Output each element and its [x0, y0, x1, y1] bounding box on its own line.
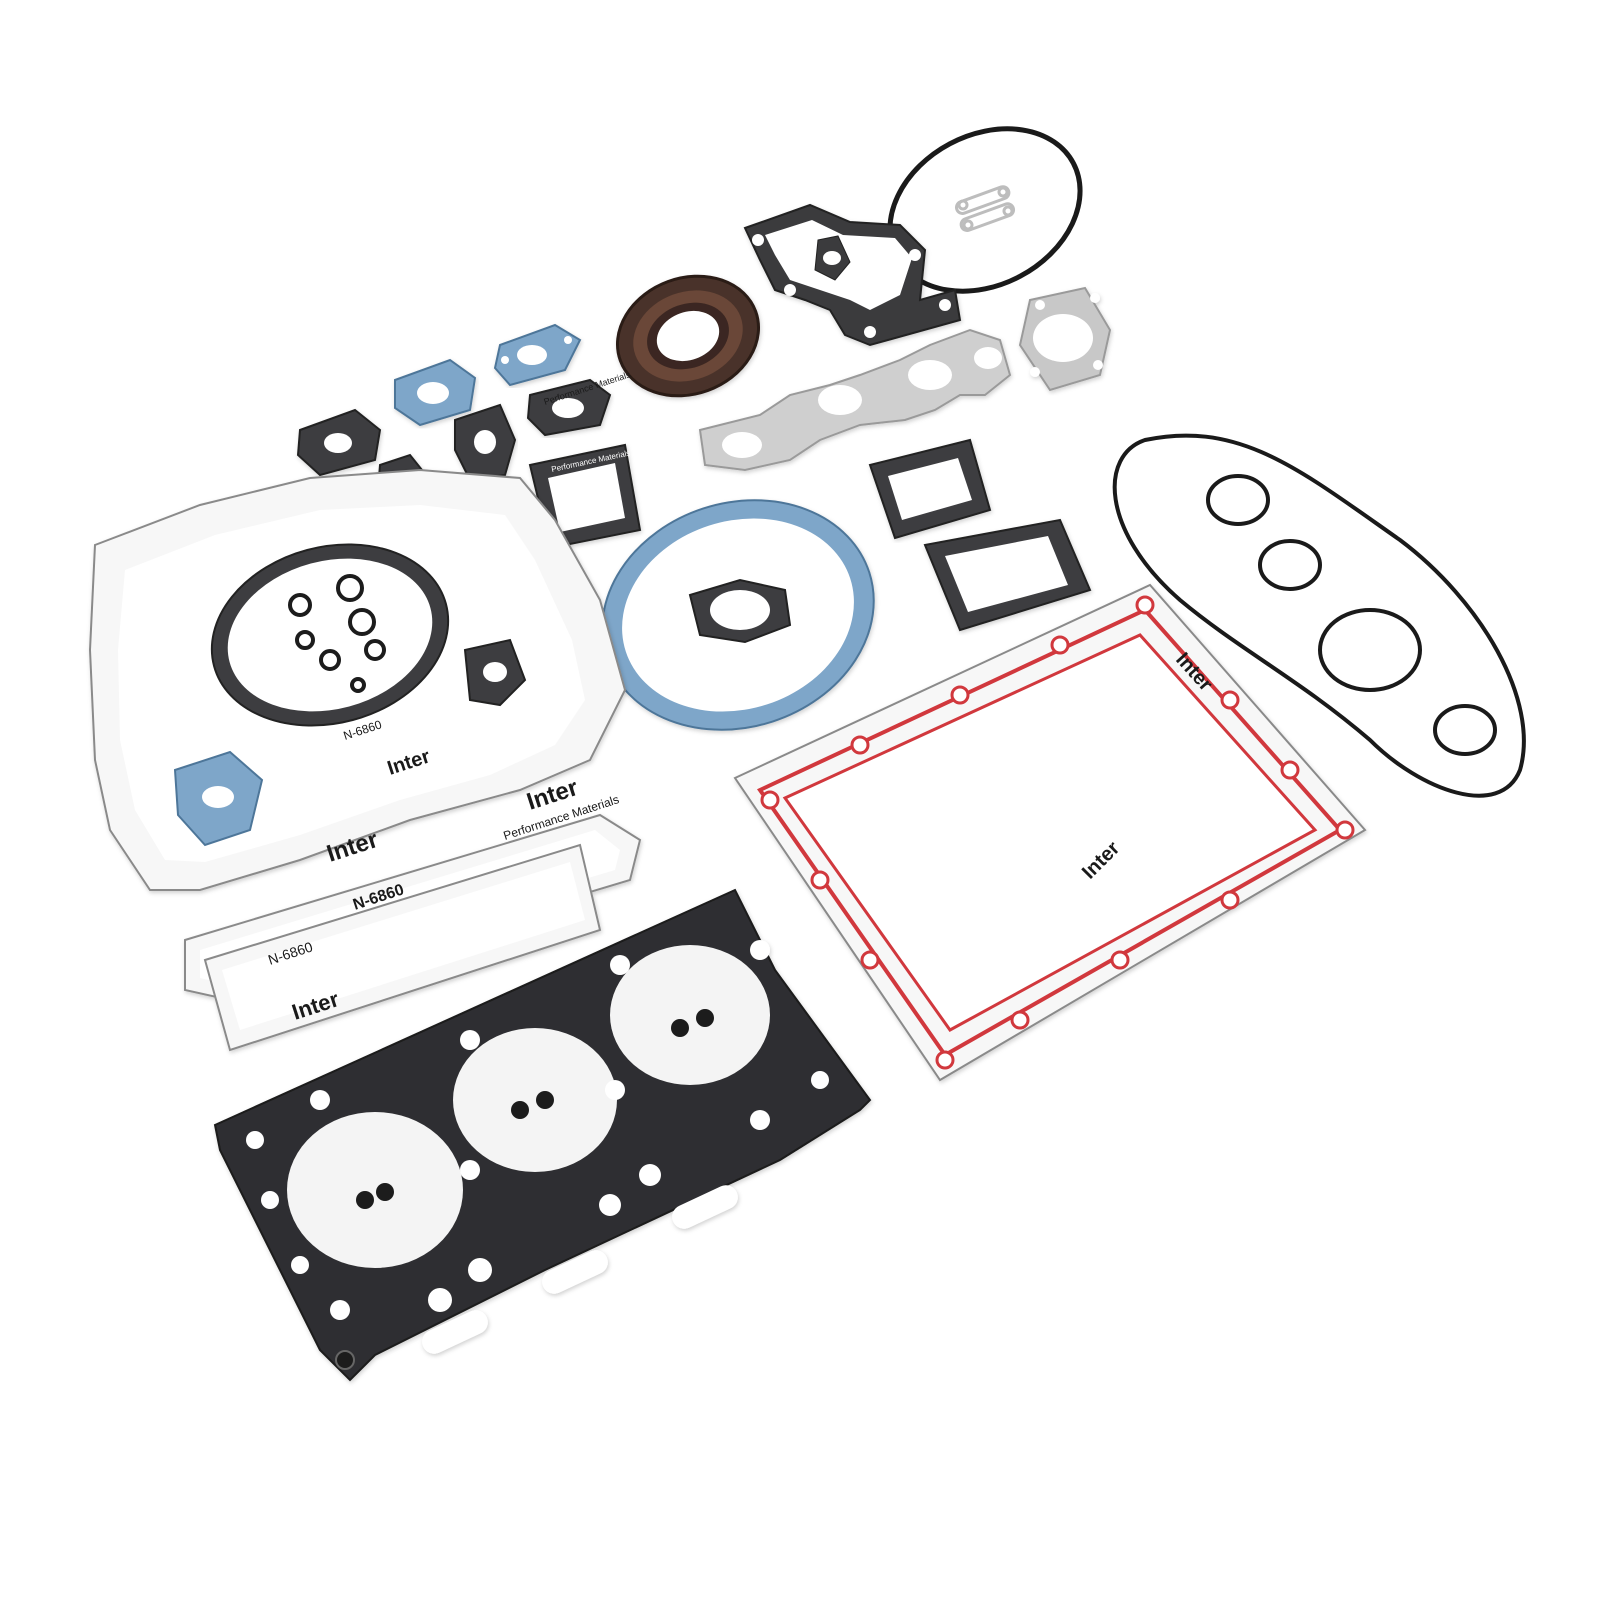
water-pump-gasket: [743, 203, 962, 347]
square-gasket-right-bottom: [923, 518, 1092, 632]
crankshaft-oil-seal: [615, 274, 761, 398]
square-gasket-right-top: [868, 438, 992, 540]
paper-strip-gasket: [184, 813, 642, 1052]
square-gasket-left: [528, 443, 642, 550]
blue-port-gasket-mid: [394, 358, 477, 427]
cylinder-head-gasket: [213, 888, 872, 1382]
exhaust-gasket-square: [1018, 286, 1112, 392]
gear-case-gasket: [601, 499, 875, 731]
small-seal-clips: [954, 185, 1016, 232]
graphite-port-gasket-a: [296, 408, 382, 477]
crankcase-gasket: [88, 468, 627, 891]
graphite-port-gasket-c: [454, 403, 517, 482]
oil-pan-gasket: [733, 583, 1367, 1082]
exhaust-manifold-gasket: [698, 328, 1012, 472]
graphite-port-gasket-b: [526, 378, 612, 437]
o-ring-plate-right: [1112, 433, 1526, 798]
blue-port-gasket-top: [493, 323, 582, 387]
